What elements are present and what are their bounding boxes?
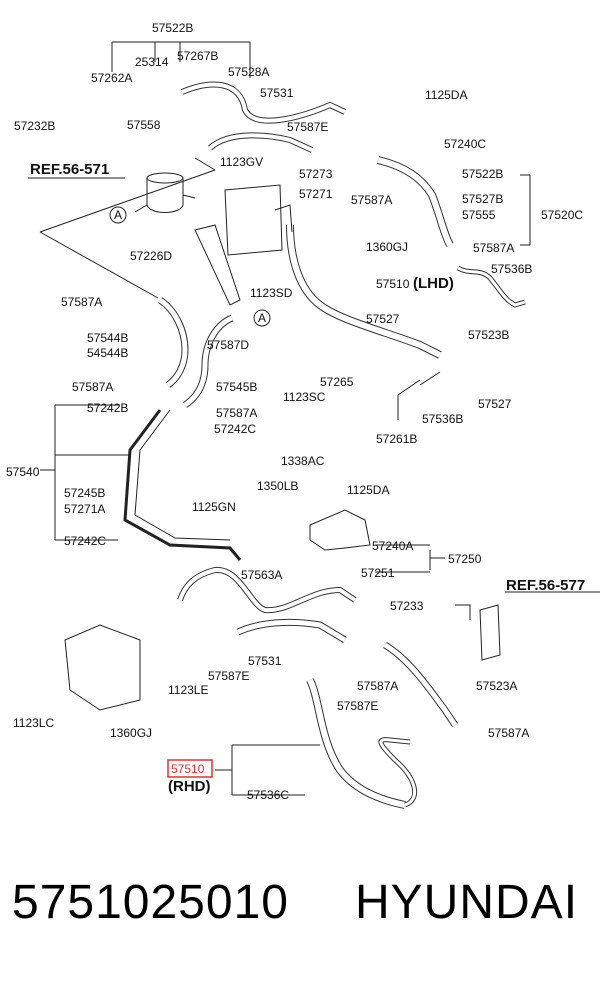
label-57267b: 57267B bbox=[177, 49, 218, 63]
brand-name: HYUNDAI bbox=[355, 876, 579, 929]
label-1360gj-low: 1360GJ bbox=[110, 726, 152, 740]
highlight-box bbox=[167, 759, 213, 778]
footer: 5751025010 HYUNDAI bbox=[0, 875, 600, 955]
label-57265: 57265 bbox=[320, 375, 354, 389]
label-57245b: 57245B bbox=[64, 486, 105, 500]
label-57242b: 57242B bbox=[87, 401, 128, 415]
label-57510-lhd: 57510 bbox=[376, 277, 410, 291]
label-57251: 57251 bbox=[361, 566, 395, 580]
label-57587e-top: 57587E bbox=[287, 120, 328, 134]
label-57531-low: 57531 bbox=[248, 654, 282, 668]
label-1123sd: 1123SD bbox=[250, 286, 293, 300]
label-57587a-l: 57587A bbox=[61, 295, 102, 309]
label-1350lb: 1350LB bbox=[257, 479, 298, 493]
label-57242c-b: 57242C bbox=[64, 534, 106, 548]
label-1123sc: 1123SC bbox=[283, 390, 326, 404]
label-57587a-l2: 57587A bbox=[72, 380, 113, 394]
label-57587a-c: 57587A bbox=[216, 406, 257, 420]
label-57536b-mid: 57536B bbox=[422, 412, 463, 426]
label-57545b: 57545B bbox=[216, 380, 257, 394]
label-57587a-r: 57587A bbox=[473, 241, 514, 255]
label-57510-rhd: 57510 bbox=[171, 762, 205, 776]
circle-a-1: A bbox=[114, 208, 122, 222]
label-57558: 57558 bbox=[127, 118, 161, 132]
label-57527-mid: 57527 bbox=[366, 312, 400, 326]
label-rhd: (RHD) bbox=[168, 778, 211, 795]
label-57271: 57271 bbox=[299, 187, 333, 201]
label-57523b: 57523B bbox=[468, 328, 509, 342]
label-1338ac: 1338AC bbox=[281, 454, 325, 468]
label-57531-top: 57531 bbox=[260, 86, 294, 100]
label-57240a: 57240A bbox=[372, 539, 413, 553]
label-57522b-top: 57522B bbox=[152, 21, 193, 35]
ref-56-571: REF.56-571 bbox=[30, 161, 109, 178]
label-1123gv: 1123GV bbox=[220, 155, 263, 169]
label-57262a: 57262A bbox=[91, 71, 132, 85]
label-57540: 57540 bbox=[6, 465, 40, 479]
label-57587a-mid: 57587A bbox=[351, 193, 392, 207]
label-57240c: 57240C bbox=[444, 137, 486, 151]
label-57528a: 57528A bbox=[228, 65, 269, 79]
label-54544b: 54544B bbox=[87, 346, 128, 360]
label-57587a-rlow: 57587A bbox=[488, 726, 529, 740]
label-57242c-c: 57242C bbox=[214, 422, 256, 436]
label-57232b: 57232B bbox=[14, 119, 55, 133]
label-57261b: 57261B bbox=[376, 432, 417, 446]
label-lhd: (LHD) bbox=[413, 275, 454, 292]
parts-diagram: 57522B 25314 57267B 57262A 57528A 57531 … bbox=[6, 21, 600, 809]
circle-a-2: A bbox=[258, 311, 266, 325]
label-1125da-mid: 1125DA bbox=[347, 483, 389, 497]
label-57527-r: 57527 bbox=[478, 397, 512, 411]
label-1123lc: 1123LC bbox=[13, 716, 54, 730]
label-57555: 57555 bbox=[462, 208, 496, 222]
label-1125gn: 1125GN bbox=[192, 500, 236, 514]
label-25314: 25314 bbox=[135, 55, 169, 69]
label-57587e-low: 57587E bbox=[337, 699, 378, 713]
label-1125da-top: 1125DA bbox=[425, 88, 467, 102]
label-57587e-l: 57587E bbox=[208, 669, 249, 683]
label-57233: 57233 bbox=[390, 599, 424, 613]
label-57520c: 57520C bbox=[541, 208, 583, 222]
label-57536b-r: 57536B bbox=[491, 262, 532, 276]
label-57587a-low: 57587A bbox=[357, 679, 398, 693]
label-1360gj-top: 1360GJ bbox=[366, 240, 408, 254]
ref-56-577: REF.56-577 bbox=[506, 577, 585, 594]
label-57522b-r: 57522B bbox=[462, 167, 503, 181]
label-57271a: 57271A bbox=[64, 502, 105, 516]
label-1123le: 1123LE bbox=[168, 683, 208, 697]
label-57587d: 57587D bbox=[207, 338, 249, 352]
part-number: 5751025010 bbox=[12, 876, 289, 929]
label-57226d: 57226D bbox=[130, 249, 172, 263]
label-57527b: 57527B bbox=[462, 192, 503, 206]
label-57544b: 57544B bbox=[87, 331, 128, 345]
label-57250: 57250 bbox=[448, 552, 482, 566]
label-57536c: 57536C bbox=[247, 788, 289, 802]
label-57563a: 57563A bbox=[241, 568, 282, 582]
label-57273: 57273 bbox=[299, 167, 333, 181]
label-57523a: 57523A bbox=[476, 679, 517, 693]
